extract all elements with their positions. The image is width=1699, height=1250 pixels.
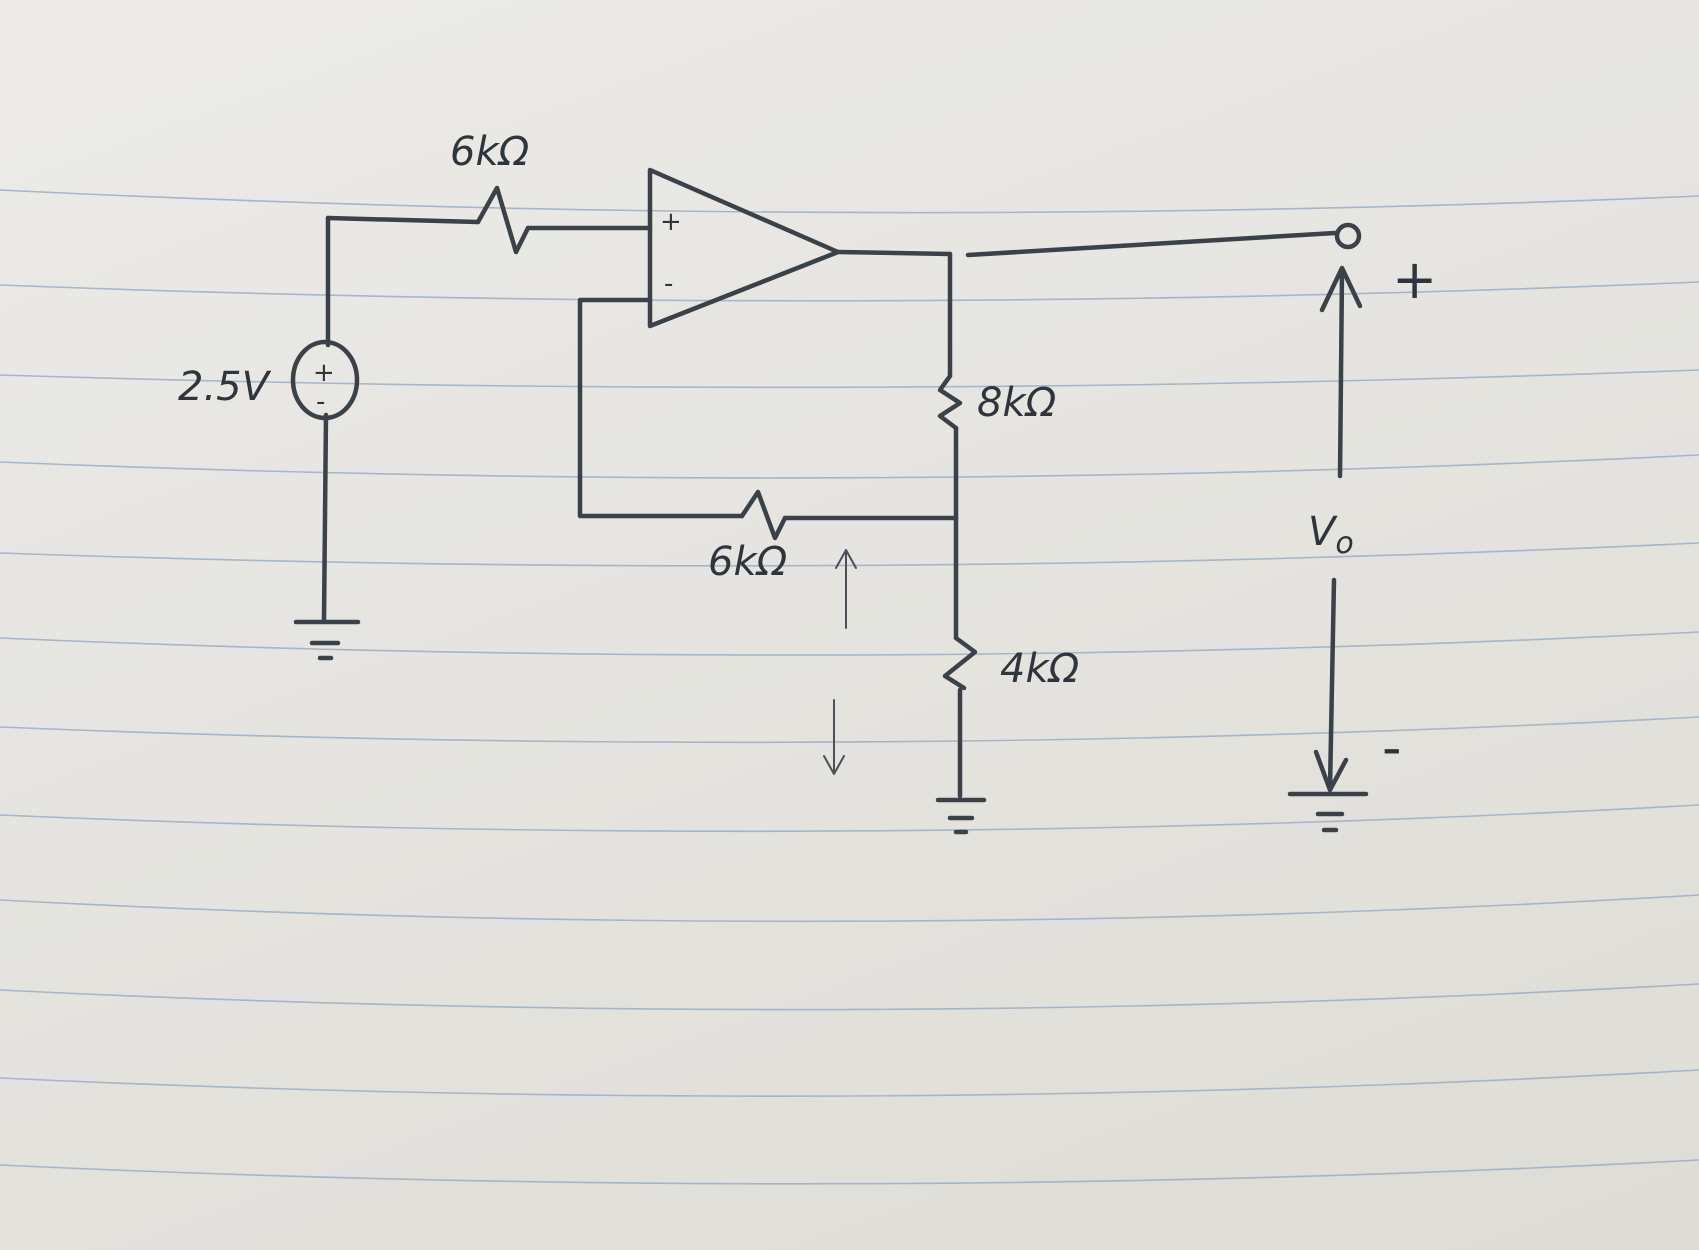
- output-voltage-letter: V: [1308, 509, 1338, 555]
- output-terminal-node: [1334, 222, 1362, 250]
- wire-to-input-resistor: [325, 215, 481, 225]
- ground-symbol-resistor: [935, 797, 987, 835]
- resistor-feedback-label: 6kΩ: [708, 539, 788, 585]
- ground-symbol-source: [293, 619, 361, 661]
- resistor-input-6k: [475, 185, 531, 255]
- output-plus-sign: +: [1392, 248, 1437, 311]
- resistor-feedback-6k: [739, 489, 788, 541]
- vo-arrow-down-icon: [1313, 577, 1349, 793]
- output-minus-sign: -: [1382, 716, 1402, 779]
- wire-source-bottom: [321, 412, 329, 623]
- current-arrow-up-icon: [835, 549, 857, 629]
- resistor-8k: [937, 373, 963, 431]
- current-arrow-down-icon: [823, 699, 845, 775]
- opamp-triangle: [647, 167, 841, 329]
- output-voltage-subscript: o: [1335, 526, 1353, 561]
- source-plus-sign: +: [313, 358, 335, 388]
- wire-inverting-input-feedback: [577, 297, 745, 519]
- vo-arrow-up-icon: [1319, 265, 1363, 479]
- wire-output-terminal: [965, 230, 1338, 258]
- opamp-minus-sign: -: [664, 269, 673, 299]
- output-voltage-label: Vo: [1308, 509, 1354, 561]
- opamp-plus-sign: +: [660, 207, 682, 237]
- resistor-8k-label: 8kΩ: [977, 380, 1057, 426]
- voltage-source-symbol: [290, 339, 360, 421]
- source-voltage-label: 2.5V: [178, 364, 272, 410]
- resistor-4k: [942, 635, 978, 691]
- ruled-lines: [0, 189, 1699, 1185]
- resistor-input-label: 6kΩ: [450, 129, 530, 175]
- ground-symbol-output: [1287, 791, 1369, 833]
- wire-opamp-output: [835, 249, 953, 257]
- source-minus-sign: -: [316, 387, 325, 417]
- resistor-4k-label: 4kΩ: [1000, 646, 1080, 692]
